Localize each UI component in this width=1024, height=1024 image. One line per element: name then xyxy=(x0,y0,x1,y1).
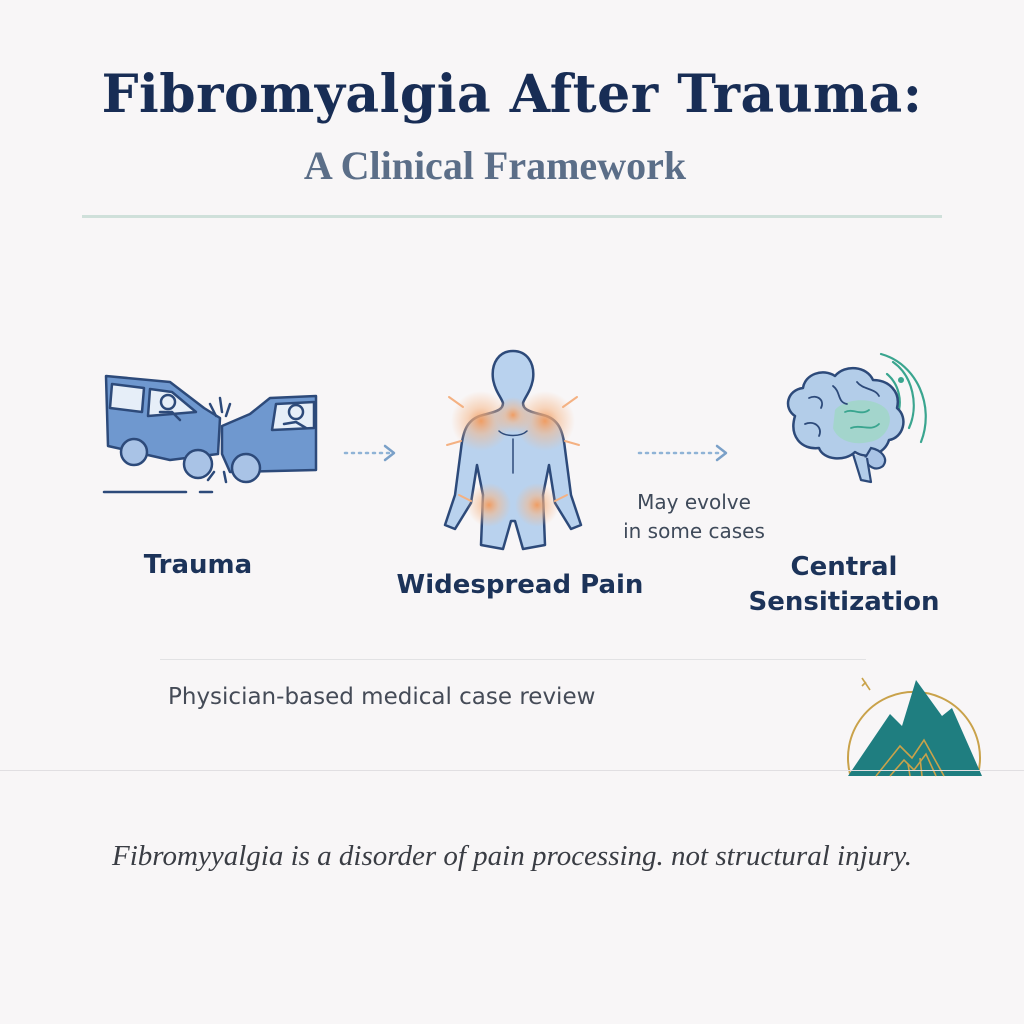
central-sensitization-line2: Sensitization xyxy=(748,587,940,617)
transition-note-line2: in some cases xyxy=(623,519,765,543)
footer-divider xyxy=(0,770,1024,771)
flow-arrow-2 xyxy=(637,444,728,462)
page-title: Fibromyalgia After Trauma: xyxy=(101,64,923,125)
transition-note-line1: May evolve xyxy=(637,490,751,514)
human-body-pain-icon xyxy=(443,349,583,551)
step-trauma-label: Trauma xyxy=(143,550,253,580)
step-widespread-pain-label: Widespread Pain xyxy=(396,570,644,600)
page-subtitle: A Clinical Framework xyxy=(303,143,687,188)
section-divider xyxy=(160,659,866,660)
car-crash-icon xyxy=(102,374,318,494)
transition-note: May evolve in some cases xyxy=(604,488,784,546)
flow-arrow-1 xyxy=(343,444,396,462)
central-sensitization-line1: Central xyxy=(790,552,898,582)
summary-quote: Fibromyyalgia is a disorder of pain proc… xyxy=(112,840,912,872)
review-caption: Physician-based medical case review xyxy=(168,684,596,710)
title-divider xyxy=(82,215,942,218)
mountain-md-logo xyxy=(847,677,982,777)
step-central-sensitization-label: Central Sensitization xyxy=(724,550,964,620)
brain-icon xyxy=(786,352,927,484)
